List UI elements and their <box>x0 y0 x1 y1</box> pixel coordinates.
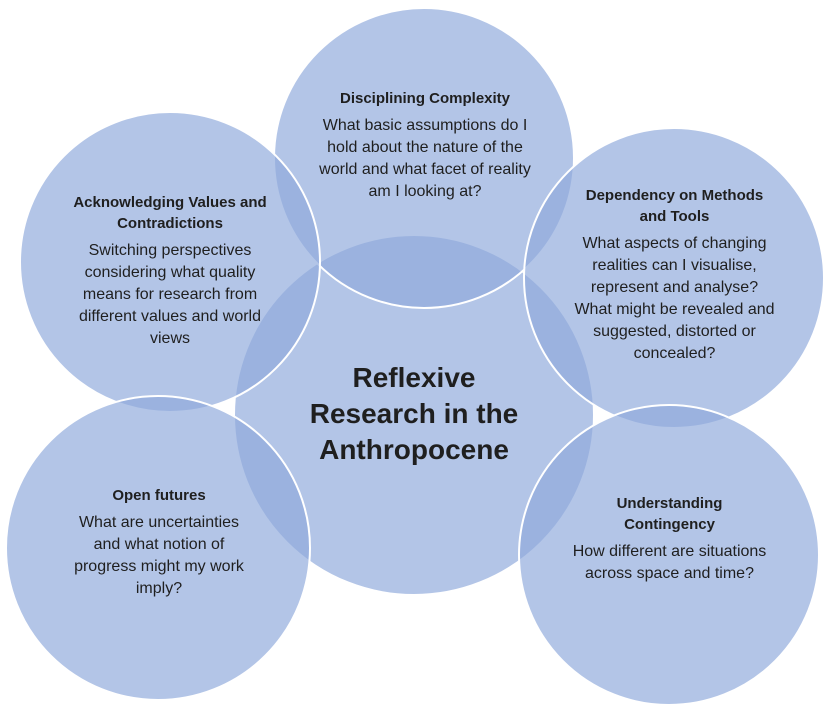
node-body: Switching perspectives considering what … <box>78 242 262 347</box>
node-disciplining-complexity: Disciplining Complexity What basic assum… <box>310 88 540 203</box>
node-dependency-methods: Dependency on Methods and Tools What asp… <box>572 185 777 365</box>
node-title: Dependency on Methods and Tools <box>585 187 764 225</box>
node-title: Acknowledging Values and Contradictions <box>73 194 267 232</box>
node-title: Disciplining Complexity <box>339 90 511 107</box>
node-body: What are uncertainties and what notion o… <box>74 514 244 597</box>
circle-understanding-contingency <box>518 404 820 706</box>
node-acknowledging-values: Acknowledging Values and Contradictions … <box>70 192 270 350</box>
circle-open-futures <box>5 395 311 701</box>
center-title: Reflexive Research in the Anthropocene <box>309 362 519 465</box>
center-label: Reflexive Research in the Anthropocene <box>294 360 534 468</box>
node-body: How different are situations across spac… <box>572 543 767 582</box>
node-understanding-contingency: Understanding Contingency How different … <box>572 493 767 585</box>
node-body: What basic assumptions do I hold about t… <box>319 117 531 200</box>
node-open-futures: Open futures What are uncertainties and … <box>64 485 254 600</box>
node-body: What aspects of changing realities can I… <box>574 235 775 362</box>
node-title: Open futures <box>112 487 206 504</box>
node-title: Understanding Contingency <box>616 495 723 533</box>
